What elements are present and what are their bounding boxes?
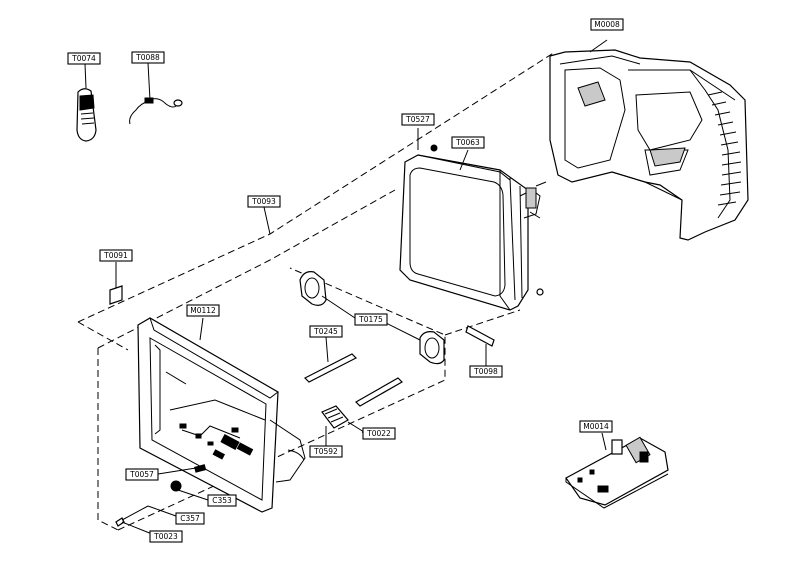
- label-t0023: T0023: [149, 530, 183, 543]
- svg-text:T0527: T0527: [405, 115, 430, 124]
- label-t0592: T0592: [309, 445, 343, 458]
- label-m0112: M0112: [186, 304, 220, 317]
- svg-text:T0063: T0063: [455, 138, 480, 147]
- svg-text:T0175: T0175: [358, 315, 383, 324]
- label-m0014: M0014: [579, 420, 613, 433]
- bracket-small-part: [109, 262, 123, 305]
- label-t0098: T0098: [469, 365, 503, 378]
- svg-text:T0091: T0091: [103, 251, 128, 260]
- label-c353: C353: [207, 494, 237, 507]
- svg-text:T0088: T0088: [135, 53, 160, 62]
- screw-t0023-part: [115, 505, 177, 535]
- svg-text:T0023: T0023: [153, 532, 178, 541]
- svg-text:M0112: M0112: [190, 306, 216, 315]
- power-cord-part: [129, 62, 183, 125]
- speaker-right-part: [379, 319, 445, 365]
- switch-t0057-part: [157, 464, 207, 475]
- svg-text:M0008: M0008: [594, 20, 620, 29]
- svg-text:C357: C357: [180, 514, 200, 523]
- back-cover-vent-lines: [707, 91, 742, 206]
- label-t0093: T0093: [247, 195, 281, 208]
- svg-text:T0093: T0093: [251, 197, 276, 206]
- svg-text:M0014: M0014: [583, 422, 609, 431]
- label-t0022: T0022: [362, 427, 396, 440]
- svg-text:T0022: T0022: [366, 429, 391, 438]
- label-t0074: T0074: [67, 52, 101, 65]
- svg-text:T0098: T0098: [473, 367, 498, 376]
- svg-text:T0057: T0057: [129, 470, 154, 479]
- svg-text:T0245: T0245: [313, 327, 338, 336]
- svg-text:T0074: T0074: [71, 54, 96, 63]
- connector-part: [465, 325, 495, 366]
- speaker-left-part: [299, 271, 356, 319]
- svg-text:C353: C353: [212, 496, 232, 505]
- rod-part-1: [303, 336, 358, 383]
- front-cabinet-part: [137, 317, 306, 513]
- label-t0063: T0063: [451, 136, 485, 149]
- rod-part-2: [355, 377, 403, 407]
- knob-c353-part: [170, 480, 209, 501]
- remote-control-part: [76, 63, 97, 142]
- label-t0527: T0527: [401, 113, 435, 126]
- assembly-outline-lower: [97, 189, 521, 531]
- svg-text:T0592: T0592: [313, 447, 338, 456]
- label-t0175: T0175: [354, 313, 388, 326]
- circuit-board-part: [565, 432, 669, 509]
- label-c357: C357: [175, 512, 205, 525]
- back-cover-part: [549, 39, 749, 241]
- label-t0091: T0091: [99, 249, 133, 262]
- cabinet-inner-details: [179, 423, 254, 460]
- picture-tube-part: [399, 128, 547, 311]
- label-m0008: M0008: [590, 18, 624, 31]
- label-t0057: T0057: [125, 468, 159, 481]
- label-t0245: T0245: [309, 325, 343, 338]
- bracket-part: [321, 405, 365, 446]
- label-t0088: T0088: [131, 51, 165, 64]
